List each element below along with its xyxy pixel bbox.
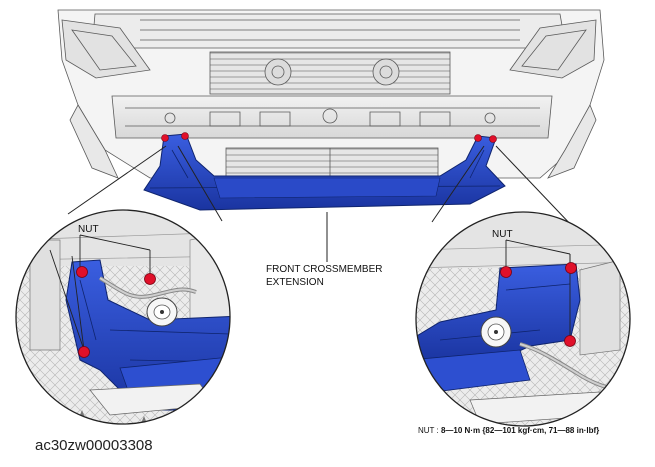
nut-detail: [78, 346, 90, 358]
callout-connectors: [67, 145, 575, 262]
nut-detail: [144, 273, 156, 285]
figure-code: ac30zw00003308: [35, 437, 153, 454]
vehicle-front-end: [57, 9, 605, 179]
nut-label-right: NUT: [492, 229, 513, 240]
torque-spec: NUT : 8—10 N·m {82—101 kgf·cm, 71—88 in·…: [418, 426, 599, 435]
nut-detail: [565, 262, 577, 274]
torque-spec-prefix: NUT :: [418, 426, 441, 435]
nut-marker: [489, 135, 497, 143]
callout-detail-right: [415, 211, 631, 427]
nut-marker: [181, 132, 189, 140]
nut-detail: [76, 266, 88, 278]
callout-detail-left: [15, 209, 231, 425]
nut-leaders-left: [49, 234, 151, 351]
nut-marker: [161, 134, 169, 142]
nut-label-left: NUT: [78, 224, 99, 235]
nut-detail: [500, 266, 512, 278]
torque-spec-value: 8—10 N·m {82—101 kgf·cm, 71—88 in·lbf}: [440, 426, 600, 435]
part-label-line2: EXTENSION: [266, 277, 324, 288]
front-crossmember-extension: [143, 133, 506, 211]
part-label: FRONT CROSSMEMBER EXTENSION: [266, 263, 383, 289]
part-label-line1: FRONT CROSSMEMBER: [266, 264, 383, 275]
nut-marker: [474, 134, 482, 142]
nut-detail: [564, 335, 576, 347]
